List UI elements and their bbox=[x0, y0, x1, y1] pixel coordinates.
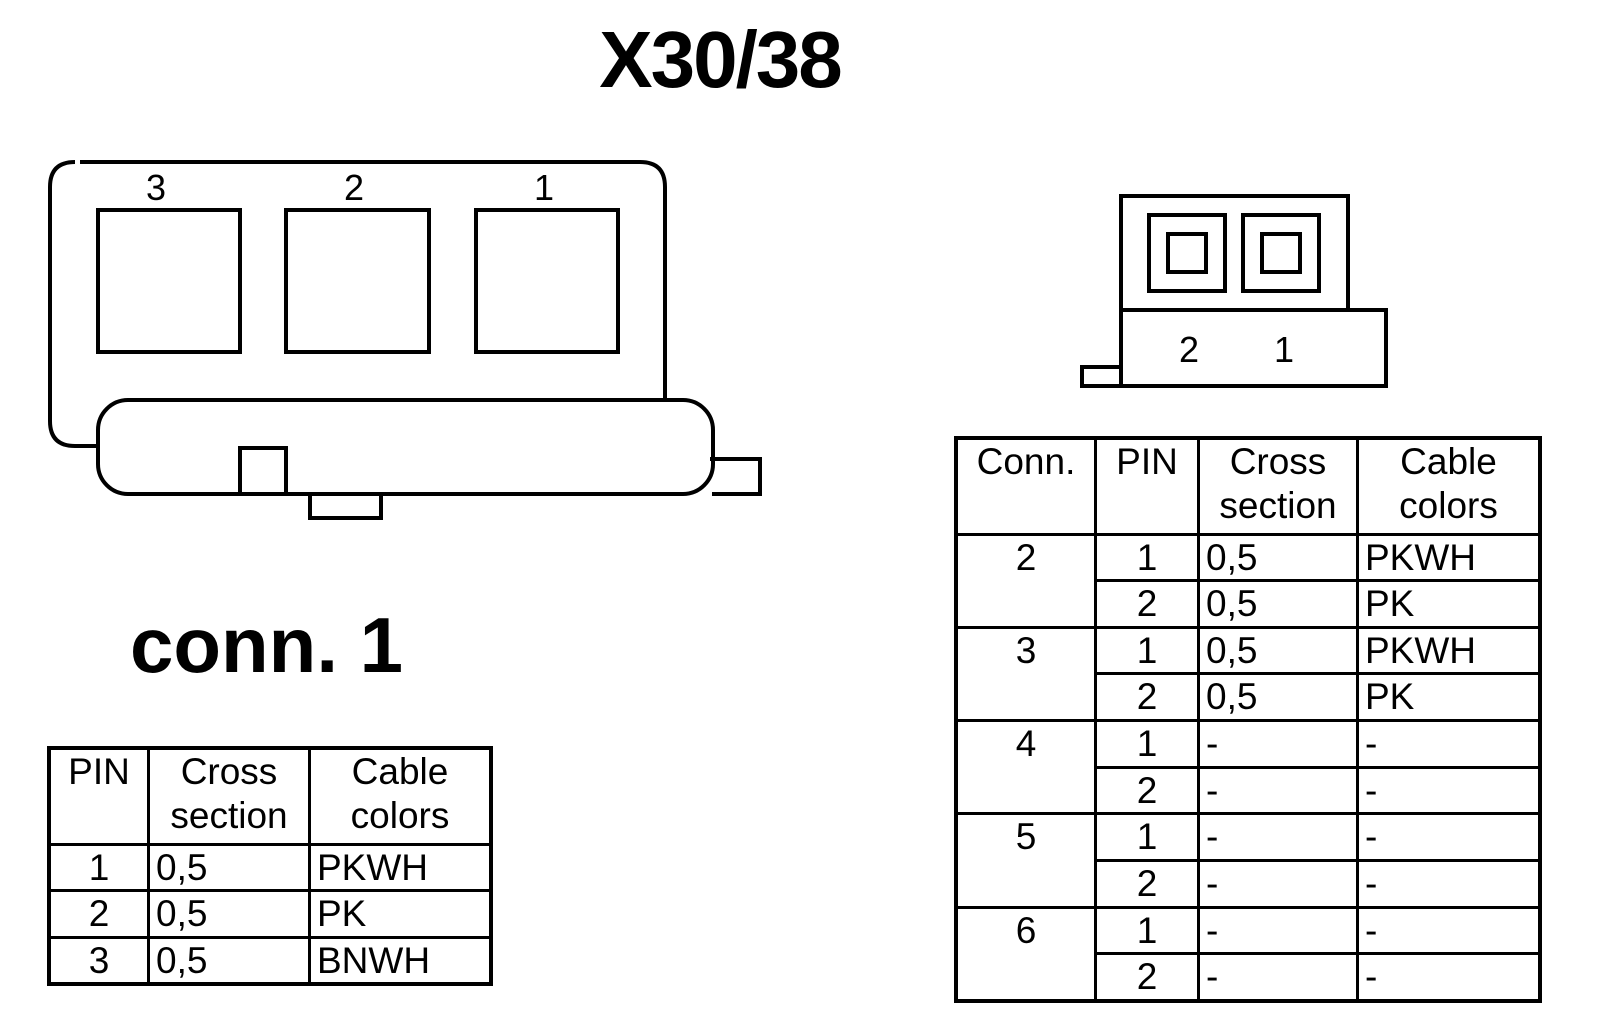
cross-section-cell: - bbox=[1197, 905, 1359, 956]
pin-cell: 2 bbox=[1094, 672, 1200, 723]
pin-cell: 3 bbox=[47, 935, 150, 986]
pin-cell: 1 bbox=[1094, 719, 1200, 769]
table-row: 6 1 - - bbox=[954, 905, 1542, 1003]
connector-1-lock-tab bbox=[238, 446, 288, 496]
header-pin: PIN bbox=[47, 746, 150, 846]
cavity-number-1: 1 bbox=[534, 167, 554, 208]
connector-1-cavity-2 bbox=[284, 208, 431, 354]
cross-section-cell: 0,5 bbox=[1197, 532, 1359, 583]
cable-color-cell: PKWH bbox=[1356, 532, 1542, 583]
table-row: 2 - - bbox=[956, 952, 1542, 1003]
connector-1-side-tab bbox=[710, 457, 762, 496]
table-row: 4 1 - - bbox=[954, 719, 1542, 816]
cable-color-cell: PK bbox=[308, 889, 493, 939]
table-row: 1 0,5 PKWH bbox=[47, 842, 493, 893]
table-row: 2 - - bbox=[956, 765, 1542, 816]
table-row: 3 1 0,5 PKWH bbox=[954, 625, 1542, 723]
cross-section-cell: - bbox=[1197, 812, 1359, 863]
table-row: 5 1 - - bbox=[954, 812, 1542, 909]
table-row: 2 0,5 PK bbox=[47, 889, 493, 939]
conn-cell: 5 bbox=[954, 812, 1097, 909]
table-row: 3 0,5 BNWH bbox=[47, 935, 493, 986]
connector-1-bottom-tab bbox=[308, 494, 383, 520]
connector-2-side-tab bbox=[1080, 365, 1123, 388]
cross-section-cell: 0,5 bbox=[147, 842, 311, 893]
pin-cell: 2 bbox=[1094, 579, 1200, 629]
cross-section-cell: 0,5 bbox=[147, 889, 311, 939]
connector-1-cavity-1 bbox=[474, 208, 620, 354]
cross-section-cell: 0,5 bbox=[147, 935, 311, 986]
cable-color-cell: - bbox=[1356, 952, 1542, 1003]
cable-color-cell: - bbox=[1356, 719, 1542, 769]
cable-color-cell: - bbox=[1356, 905, 1542, 956]
conn-cell: 3 bbox=[954, 625, 1097, 723]
table-row: 2 1 0,5 PKWH bbox=[954, 532, 1542, 629]
pin-cell: 2 bbox=[1094, 952, 1200, 1003]
diagram-title: X30/38 bbox=[599, 15, 843, 104]
header-pin: PIN bbox=[1094, 436, 1200, 536]
pin-cell: 1 bbox=[47, 842, 150, 893]
connector-1-drawing: 3 2 1 bbox=[48, 160, 762, 520]
pin-cell: 1 bbox=[1094, 625, 1200, 676]
connector-2-drawing: 2 1 bbox=[1080, 194, 1388, 388]
cable-color-cell: - bbox=[1356, 859, 1542, 909]
table-row: 2 0,5 PK bbox=[956, 672, 1542, 723]
connector-2-cavity-1-outer bbox=[1241, 213, 1321, 293]
pin-cell: 1 bbox=[1094, 532, 1200, 583]
cross-section-cell: - bbox=[1197, 719, 1359, 769]
conn-cell: 4 bbox=[954, 719, 1097, 816]
connector-1-latch-body bbox=[96, 398, 715, 496]
cross-section-cell: 0,5 bbox=[1197, 579, 1359, 629]
cavity-number-3: 3 bbox=[146, 167, 166, 208]
table-row: 2 - - bbox=[956, 859, 1542, 909]
pin-cell: 2 bbox=[1094, 765, 1200, 816]
cross-section-cell: - bbox=[1197, 859, 1359, 909]
pin-cell: 1 bbox=[1094, 812, 1200, 863]
conn-cell: 6 bbox=[954, 905, 1097, 1003]
cable-color-cell: PK bbox=[1356, 672, 1542, 723]
cross-section-cell: - bbox=[1197, 765, 1359, 816]
pin-cell: 2 bbox=[1094, 859, 1200, 909]
connector-1-label: conn. 1 bbox=[130, 601, 404, 689]
cable-color-cell: PKWH bbox=[1356, 625, 1542, 676]
conn-cell: 2 bbox=[954, 532, 1097, 629]
connector-2-housing-base bbox=[1119, 308, 1388, 388]
header-conn: Conn. bbox=[954, 436, 1097, 536]
connector-1-housing bbox=[48, 160, 667, 448]
cable-color-cell: BNWH bbox=[308, 935, 493, 986]
cable-color-cell: - bbox=[1356, 765, 1542, 816]
pin-cell: 1 bbox=[1094, 905, 1200, 956]
pin-cell: 2 bbox=[47, 889, 150, 939]
table-row: 2 0,5 PK bbox=[956, 579, 1542, 629]
cross-section-cell: 0,5 bbox=[1197, 672, 1359, 723]
connector-2-number-1: 1 bbox=[1274, 329, 1294, 370]
cavity-number-2: 2 bbox=[344, 167, 364, 208]
cable-color-cell: PK bbox=[1356, 579, 1542, 629]
cable-color-cell: - bbox=[1356, 812, 1542, 863]
connector-2-number-2: 2 bbox=[1179, 329, 1199, 370]
connector-1-cavity-3 bbox=[96, 208, 242, 354]
connector-2-cavity-2-outer bbox=[1147, 213, 1227, 293]
connector-2-cavity-1-inner bbox=[1260, 232, 1302, 274]
cable-color-cell: PKWH bbox=[308, 842, 493, 893]
cross-section-cell: - bbox=[1197, 952, 1359, 1003]
connector-2-cavity-2-inner bbox=[1166, 232, 1208, 274]
cross-section-cell: 0,5 bbox=[1197, 625, 1359, 676]
